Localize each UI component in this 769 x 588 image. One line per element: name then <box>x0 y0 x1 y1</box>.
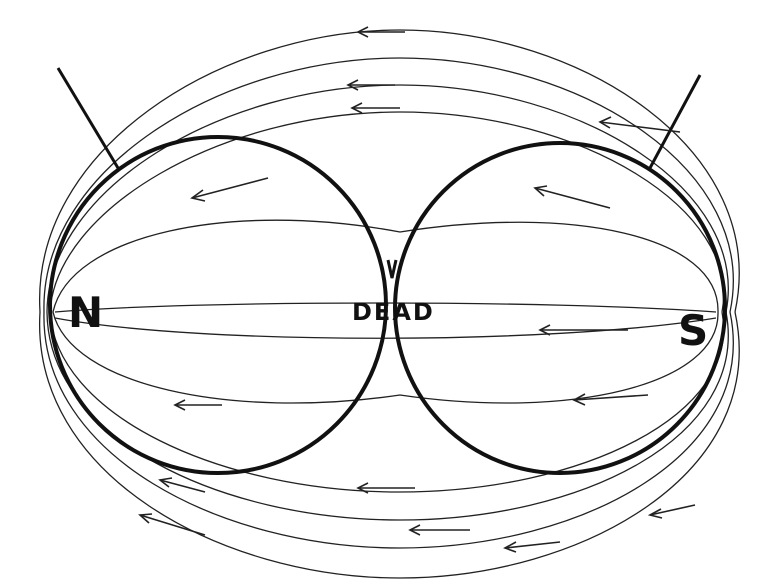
arrow-left-icon <box>410 525 470 535</box>
arrow-left-icon <box>140 514 205 535</box>
arrow-left-icon <box>574 394 648 405</box>
dead-center-label: DEAD <box>352 298 435 326</box>
field-line <box>50 312 724 492</box>
south-pole-label: S <box>678 306 708 355</box>
field-line <box>44 312 733 548</box>
arrow-left-icon <box>505 542 560 552</box>
lead-wires <box>58 68 700 168</box>
arrow-left-icon <box>348 80 395 90</box>
arrow-left-icon <box>175 400 222 410</box>
field-line <box>40 312 740 578</box>
field-line <box>47 85 728 312</box>
arrow-left-icon <box>535 186 610 208</box>
field-line <box>44 58 733 312</box>
arrow-left-icon <box>650 505 695 518</box>
north-lead-wire <box>58 68 118 168</box>
arrow-left-icon <box>192 178 268 201</box>
south-lead-wire <box>650 75 700 168</box>
junction-mark <box>388 260 396 278</box>
arrow-left-icon <box>358 27 405 37</box>
arrow-left-icon <box>160 478 205 492</box>
south-ring <box>395 143 725 473</box>
north-pole-label: N <box>68 288 103 337</box>
